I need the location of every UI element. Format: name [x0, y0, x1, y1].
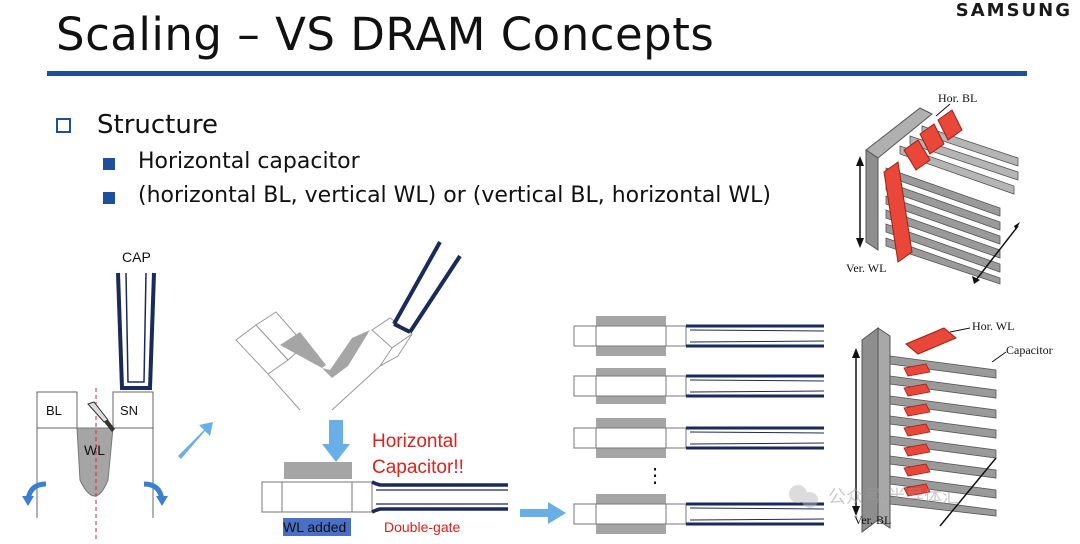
hor-wl-label: Hor. WL: [972, 319, 1014, 333]
horizontal-capacitor-label-2: Capacitor!!: [372, 457, 464, 478]
square-bullet-icon: [103, 158, 115, 170]
cell-cross-section: CAP BL SN WL: [22, 249, 213, 540]
title-divider: [47, 71, 1027, 76]
double-gate-label: Double-gate: [384, 519, 460, 535]
diagonal-arrow-icon: [178, 422, 213, 459]
bullet-item-2: (horizontal BL, vertical WL) or (vertica…: [138, 183, 772, 208]
page-title: Scaling – VS DRAM Concepts: [56, 8, 715, 61]
samsung-logo: SAMSUNG: [955, 0, 1072, 21]
stacked-cell: [573, 368, 825, 404]
rotated-cell-diagram: [235, 241, 462, 411]
wl-added-label: WL added: [283, 519, 346, 535]
stacked-cell: [573, 418, 825, 458]
ver-wl-label: Ver. WL: [846, 261, 886, 275]
right-arrow-icon: [520, 502, 566, 524]
sn-label: SN: [120, 403, 138, 418]
horizontal-capacitor-diagram: Horizontal Capacitor!! WL added Double-g…: [261, 431, 508, 535]
stacked-cell: [573, 316, 825, 356]
square-bullet-icon: [103, 192, 115, 204]
bullet-item-1: Horizontal capacitor: [138, 149, 360, 174]
horizontal-capacitor-label-1: Horizontal: [372, 431, 458, 452]
stacked-capacitor-array: ⋮: [573, 316, 825, 534]
bl-label: BL: [46, 403, 62, 418]
structure-heading: Structure: [97, 110, 218, 140]
wl-label: WL: [84, 442, 105, 458]
stacked-cell: [573, 494, 825, 534]
watermark: 公众号·半导体汇: [789, 485, 960, 508]
3d-structure-hor-wl: Hor. WL Capacitor Ver. BL: [852, 319, 1053, 533]
ver-bl-label: Ver. BL: [854, 513, 891, 527]
watermark-text: 公众号·半导体汇: [828, 487, 960, 507]
cap-label: CAP: [122, 249, 151, 265]
down-arrow-icon: [322, 420, 350, 462]
wl-added-highlight: [283, 518, 351, 536]
capacitor-label: Capacitor: [1006, 343, 1053, 357]
knife-icon: [87, 401, 115, 432]
hor-bl-label: Hor. BL: [938, 91, 977, 105]
ellipsis: ⋮: [645, 465, 665, 487]
3d-structure-hor-bl: Hor. BL Ver. WL: [846, 91, 1020, 285]
hollow-square-bullet-icon: [56, 118, 71, 133]
